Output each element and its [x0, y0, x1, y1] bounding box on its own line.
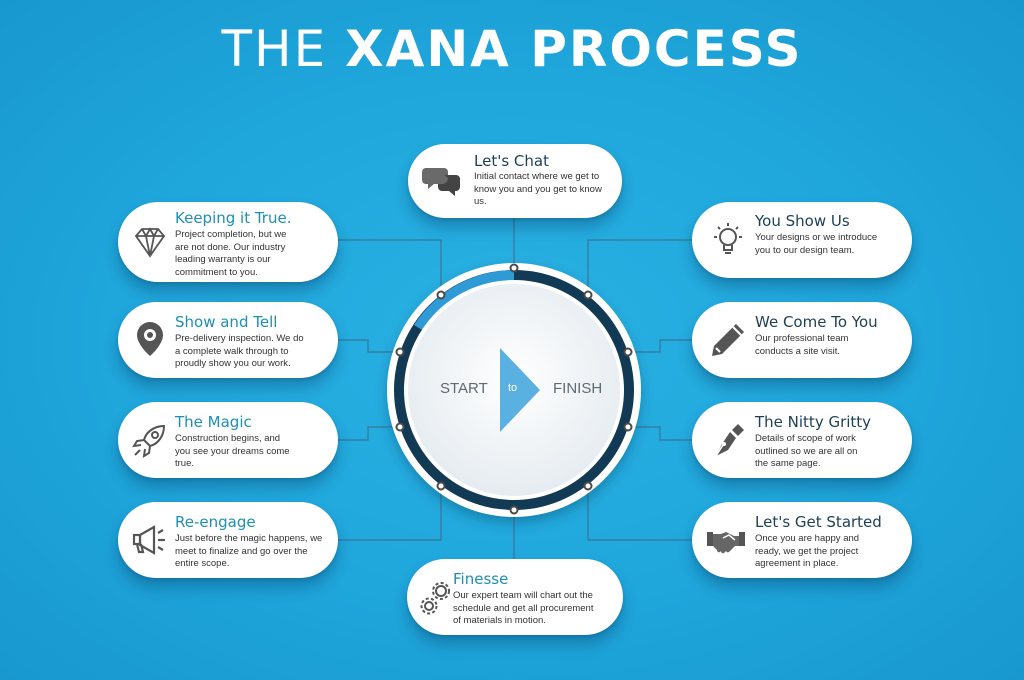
connector-lines: [331, 218, 697, 560]
step-description: Our expert team will chart out the sched…: [453, 590, 594, 626]
step-title: Show and Tell: [175, 313, 278, 331]
pencil-icon: [708, 320, 748, 360]
step-card-show-and-tell: Show and Tell Pre-delivery inspection. W…: [118, 302, 338, 378]
step-title: Finesse: [453, 570, 509, 588]
step-description: Once you are happy and ready, we get the…: [755, 533, 860, 569]
title-part-light: THE: [221, 20, 328, 78]
step-description: Project completion, but we are not done.…: [175, 229, 287, 278]
rocket-icon: [130, 420, 170, 460]
megaphone-icon: [130, 520, 170, 560]
step-description: Our professional team conducts a site vi…: [755, 333, 849, 357]
step-title: Keeping it True.: [175, 209, 292, 227]
hub-start-label: START: [440, 380, 488, 397]
step-description: Details of scope of work outlined so we …: [755, 433, 858, 469]
handshake-icon: [706, 520, 746, 560]
step-card-lets-get-started: Let's Get Started Once you are happy and…: [692, 502, 912, 578]
step-title: The Nitty Gritty: [755, 413, 872, 431]
step-card-keeping-it-true: Keeping it True. Project completion, but…: [118, 202, 338, 282]
step-title: We Come To You: [755, 313, 878, 331]
gears-icon: [417, 579, 457, 619]
hub-finish-label: FINISH: [553, 380, 603, 397]
step-title: The Magic: [175, 413, 252, 431]
pen-nib-icon: [708, 420, 748, 460]
step-title: Re-engage: [175, 513, 256, 531]
title-part-bold: XANA PROCESS: [345, 20, 803, 78]
step-description: Just before the magic happens, we meet t…: [175, 533, 323, 569]
step-description: Pre-delivery inspection. We do a complet…: [175, 333, 304, 369]
hub-ring-accent: [414, 270, 514, 331]
step-title: Let's Get Started: [755, 513, 882, 531]
hub-to-label: to: [508, 382, 518, 394]
step-card-we-come-to-you: We Come To You Our professional team con…: [692, 302, 912, 378]
step-card-the-magic: The Magic Construction begins, and you s…: [118, 402, 338, 478]
diamond-icon: [130, 222, 170, 262]
connector-lets-get-started: [587, 486, 697, 541]
step-description: Construction begins, and you see your dr…: [175, 433, 290, 469]
connector-the-magic: [331, 426, 400, 441]
connector-nitty-gritty: [628, 426, 697, 441]
lightbulb-icon: [708, 220, 748, 260]
hub-arrow: [500, 348, 540, 432]
step-card-re-engage: Re-engage Just before the magic happens,…: [118, 502, 338, 578]
step-card-finesse: Finesse Our expert team will chart out t…: [407, 559, 623, 635]
page-title: THE XANA PROCESS: [0, 14, 1024, 84]
connector-show-and-tell: [331, 339, 400, 353]
connector-re-engage: [331, 486, 442, 541]
step-description: Your designs or we introduce you to our …: [755, 232, 878, 256]
step-title: Let's Chat: [474, 152, 549, 170]
speech-bubbles-icon: [422, 160, 462, 200]
map-pin-icon: [130, 319, 170, 359]
step-card-you-show-us: You Show Us Your designs or we introduce…: [692, 202, 912, 278]
connector-we-come-to-you: [628, 339, 697, 353]
step-card-nitty-gritty: The Nitty Gritty Details of scope of wor…: [692, 402, 912, 478]
step-card-lets-chat: Let's Chat Initial contact where we get …: [408, 144, 622, 218]
connector-keeping-it-true: [331, 239, 442, 295]
step-title: You Show Us: [755, 212, 850, 230]
connector-you-show-us: [587, 239, 697, 295]
step-description: Initial contact where we get to know you…: [474, 171, 602, 207]
